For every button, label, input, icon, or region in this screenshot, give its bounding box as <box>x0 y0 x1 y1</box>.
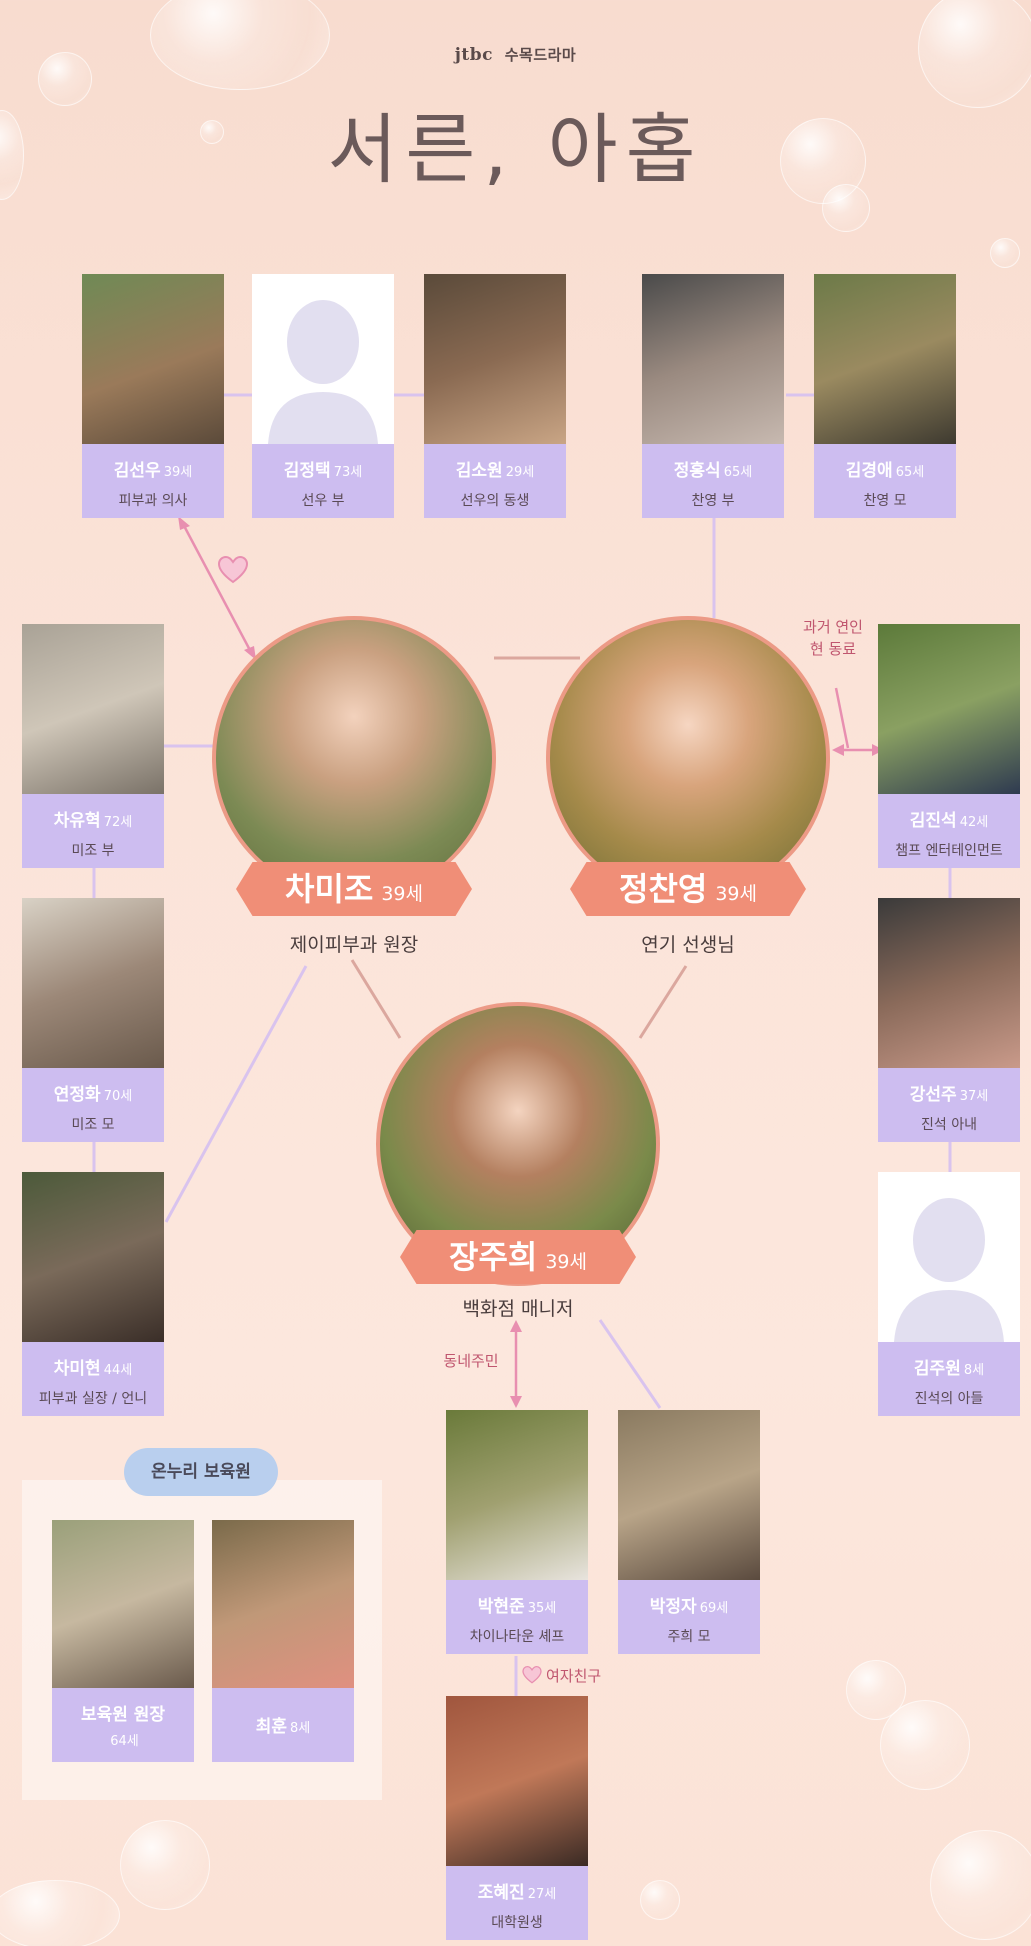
note-past-lover: 과거 연인 현 동료 <box>803 618 863 658</box>
brand-logo: jtbc <box>454 45 493 65</box>
character-photo <box>22 1172 164 1342</box>
broadcast-slot: 수목드라마 <box>504 46 577 64</box>
character-photo <box>618 1410 760 1580</box>
drama-title: 서른, 아홉 <box>327 105 704 194</box>
character-photo <box>814 274 956 444</box>
bubble-decoration <box>640 1880 680 1920</box>
character-photo <box>22 624 164 794</box>
heart-icon <box>218 556 248 584</box>
line-juhui-jeongja <box>598 1319 662 1409</box>
avatar-placeholder-icon <box>878 1172 1020 1342</box>
bubble-decoration <box>200 120 224 144</box>
group-member-card[interactable]: 보육원 원장 64세 <box>52 1520 194 1764</box>
bubble-decoration <box>150 0 330 90</box>
character-photo <box>424 274 566 444</box>
header-brand: jtbc 수목드라마 <box>0 44 1031 65</box>
character-photo <box>82 274 224 444</box>
main-character-photo-chamijo[interactable] <box>212 616 496 900</box>
character-photo <box>212 1520 354 1688</box>
character-photo <box>446 1696 588 1866</box>
main-role-text: 제이피부과 원장 <box>289 934 419 956</box>
main-role-text: 연기 선생님 <box>641 934 735 956</box>
character-label: 보육원 원장 64세 <box>52 1688 194 1762</box>
bubble-decoration <box>0 1880 120 1946</box>
character-photo <box>642 274 784 444</box>
character-photo <box>878 624 1020 794</box>
bubble-decoration <box>880 1700 970 1790</box>
character-photo <box>22 898 164 1068</box>
line-chanyeong-juhui <box>638 965 688 1039</box>
bubble-decoration <box>120 1820 210 1910</box>
bubble-decoration <box>822 184 870 232</box>
bubble-decoration <box>930 1830 1031 1940</box>
character-photo <box>446 1410 588 1580</box>
bubble-decoration <box>990 238 1020 268</box>
heart-icon <box>522 1666 542 1684</box>
note-neighbor: 동네주민 <box>443 1352 499 1370</box>
line-mijo-mihyeon <box>164 965 308 1223</box>
bubble-decoration <box>38 52 92 106</box>
line-mijo-juhui <box>350 959 402 1039</box>
main-character-photo-jeongchanyeong[interactable] <box>546 616 830 900</box>
arrow-seonu-mijo <box>180 521 254 655</box>
bubble-decoration <box>918 0 1031 108</box>
character-photo <box>878 898 1020 1068</box>
avatar-placeholder-icon <box>252 274 394 444</box>
character-photo <box>52 1520 194 1688</box>
main-role-text: 백화점 매니저 <box>462 1298 574 1320</box>
group-label: 온누리 보육원 <box>124 1448 278 1496</box>
note-girlfriend: 여자친구 <box>546 1667 602 1685</box>
